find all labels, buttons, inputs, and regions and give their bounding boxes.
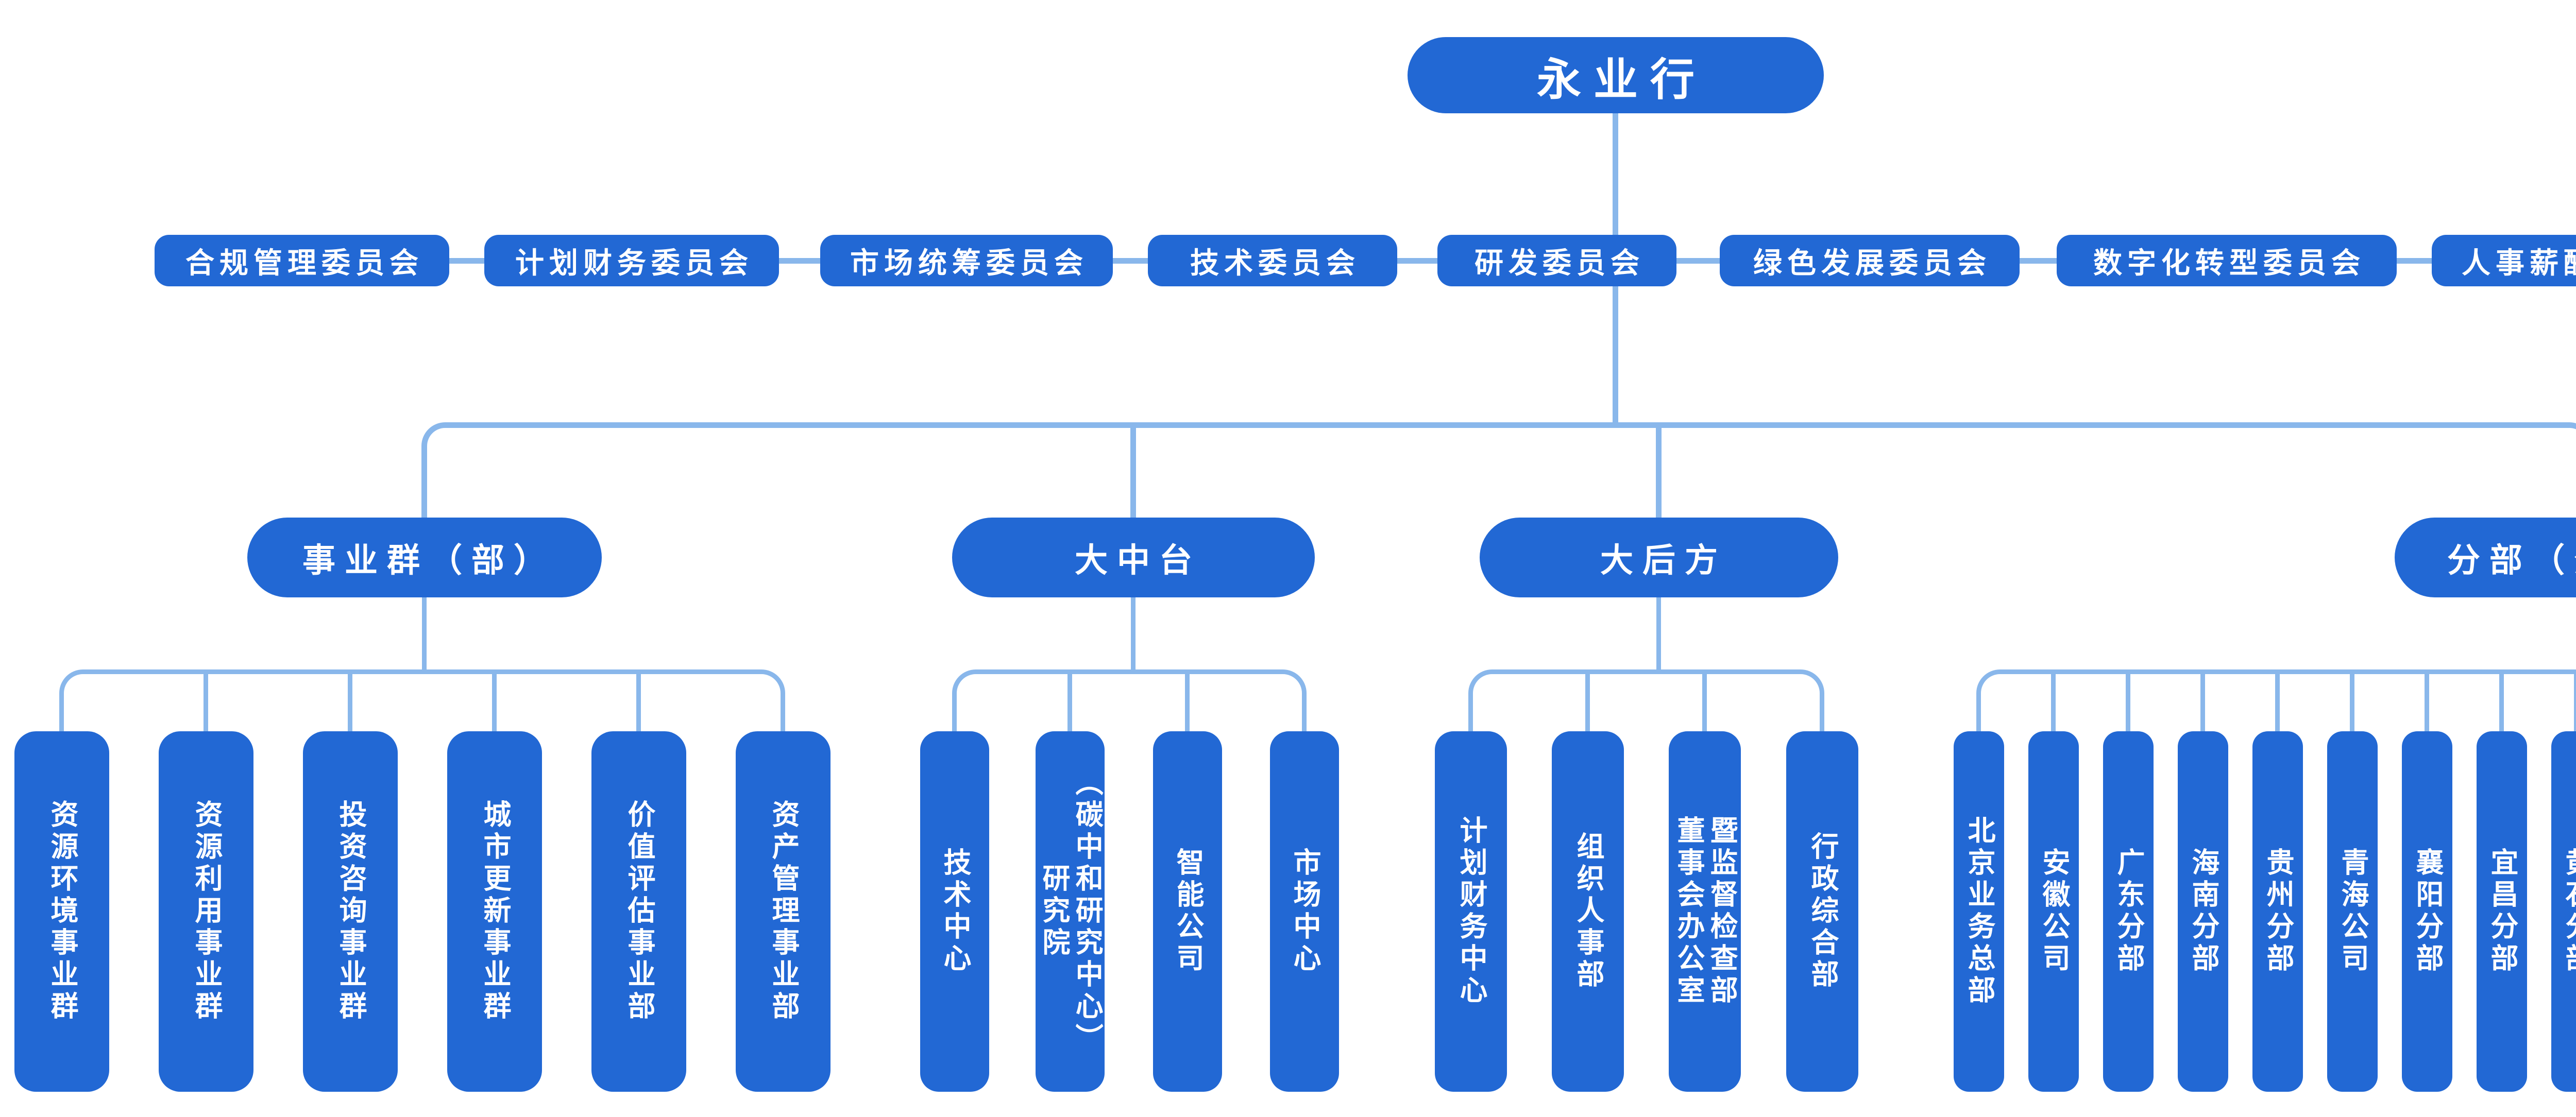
dept-node[interactable]: 襄阳分部: [2402, 731, 2452, 1092]
connector-group1-stem: [422, 596, 427, 672]
dept-label: 安徽公司: [2038, 848, 2070, 975]
dept-label: 城市更新事业群: [479, 800, 511, 1023]
dept-node[interactable]: 贵州分部: [2252, 731, 2303, 1092]
dept-node[interactable]: 智能公司: [1153, 731, 1222, 1092]
dept-label: 组织人事部: [1572, 832, 1604, 991]
dept-node[interactable]: 海南分部: [2178, 731, 2228, 1092]
dept-node[interactable]: 技术中心: [920, 731, 989, 1092]
connector-g4-c6: [2350, 671, 2354, 731]
root-label: 永业行: [1537, 55, 1707, 105]
dept-node[interactable]: 董事会办公室 暨监督检查部: [1669, 731, 1741, 1092]
dept-label: 智能公司: [1172, 848, 1204, 975]
connector-g2-c2: [1067, 671, 1072, 731]
connector-main-bus: [421, 422, 2576, 521]
committee-label: 研发委员会: [1475, 246, 1645, 279]
committee-node-market[interactable]: 市场统筹委员会: [820, 235, 1113, 286]
dept-node[interactable]: 资源利用事业群: [159, 731, 253, 1092]
dept-label: 广东分部: [2113, 848, 2144, 975]
committee-node-rnd[interactable]: 研发委员会: [1437, 235, 1676, 286]
connector-g4-c8: [2499, 671, 2504, 731]
dept-node[interactable]: 广东分部: [2103, 731, 2154, 1092]
dept-node[interactable]: 投资咨询事业群: [303, 731, 398, 1092]
connector-group2-stem: [1131, 596, 1136, 672]
dept-label: 襄阳分部: [2412, 848, 2443, 975]
committee-label: 人事薪酬委员会: [2462, 246, 2576, 279]
committee-node-green[interactable]: 绿色发展委员会: [1720, 235, 2020, 286]
connector-drop-group-3: [1656, 426, 1662, 520]
dept-label: 投资咨询事业群: [335, 800, 366, 1023]
committee-label: 合规管理委员会: [185, 246, 423, 279]
dept-label: 海南分部: [2188, 848, 2219, 975]
committee-node-technology[interactable]: 技术委员会: [1148, 235, 1397, 286]
dept-label: 技术中心: [939, 848, 971, 975]
dept-node[interactable]: 组织人事部: [1552, 731, 1624, 1092]
dept-node[interactable]: 黄石分部: [2551, 731, 2576, 1092]
dept-label: 资源环境事业群: [46, 800, 78, 1023]
connector-g4-c2: [2051, 671, 2056, 731]
dept-label: 董事会办公室: [1673, 816, 1704, 1007]
connector-g4-c3: [2126, 671, 2130, 731]
dept-node[interactable]: 青海公司: [2327, 731, 2378, 1092]
dept-label: 贵州分部: [2262, 848, 2294, 975]
connector-g4-c4: [2200, 671, 2205, 731]
dept-label: 市场中心: [1289, 848, 1320, 975]
connector-g1-c2: [204, 671, 208, 731]
connector-drop-group-2: [1130, 426, 1136, 520]
dept-label: 价值评估事业部: [623, 800, 655, 1023]
dept-label: （碳中和研究中心）: [1071, 768, 1103, 1055]
dept-node[interactable]: 安徽公司: [2028, 731, 2079, 1092]
connector-group2-childbus: [952, 669, 1307, 731]
connector-group1-childbus: [59, 669, 785, 731]
committee-node-digital[interactable]: 数字化转型委员会: [2057, 235, 2397, 286]
group-label: 事业群（部）: [302, 541, 556, 579]
dept-label: 暨监督检查部: [1706, 816, 1737, 1007]
group-label: 大后方: [1600, 541, 1727, 579]
committee-label: 数字化转型委员会: [2093, 246, 2365, 279]
dept-node[interactable]: 市场中心: [1270, 731, 1339, 1092]
dept-node[interactable]: 行政综合部: [1786, 731, 1858, 1092]
connector-g3-c2: [1585, 671, 1590, 731]
connector-group3-childbus: [1468, 669, 1824, 731]
dept-node[interactable]: 价值评估事业部: [591, 731, 686, 1092]
group-node-back-office[interactable]: 大后方: [1480, 518, 1838, 597]
dept-label: 资产管理事业部: [768, 800, 799, 1023]
dept-node[interactable]: 宜昌分部: [2477, 731, 2527, 1092]
group-node-business-groups[interactable]: 事业群（部）: [247, 518, 602, 597]
group-node-branches[interactable]: 分部（分公司）: [2395, 518, 2576, 597]
connector-g1-c5: [636, 671, 641, 731]
committee-label: 绿色发展委员会: [1753, 246, 1991, 279]
connector-g4-c9: [2574, 671, 2576, 731]
dept-label: 北京业务总部: [1963, 816, 1995, 1007]
root-node[interactable]: 永业行: [1408, 37, 1824, 113]
connector-g3-c3: [1702, 671, 1707, 731]
group-label: 大中台: [1075, 541, 1201, 579]
dept-label: 黄石分部: [2561, 848, 2576, 975]
dept-label: 资源利用事业群: [191, 800, 222, 1023]
committee-node-finance[interactable]: 计划财务委员会: [484, 235, 779, 286]
dept-node[interactable]: 计划财务中心: [1435, 731, 1507, 1092]
group-node-middle-platform[interactable]: 大中台: [952, 518, 1315, 597]
dept-node[interactable]: 研究院 （碳中和研究中心）: [1036, 731, 1105, 1092]
dept-label: 行政综合部: [1807, 832, 1838, 991]
dept-label: 研究院: [1038, 864, 1069, 959]
connector-g4-c7: [2425, 671, 2429, 731]
dept-node[interactable]: 城市更新事业群: [447, 731, 542, 1092]
connector-g1-c3: [348, 671, 352, 731]
connector-group3-stem: [1656, 596, 1661, 672]
connector-g4-c5: [2275, 671, 2280, 731]
committee-node-compliance[interactable]: 合规管理委员会: [155, 235, 449, 286]
dept-label: 计划财务中心: [1455, 816, 1487, 1007]
committee-label: 计划财务委员会: [515, 246, 753, 279]
committee-node-hr[interactable]: 人事薪酬委员会: [2432, 235, 2576, 286]
dept-node[interactable]: 资产管理事业部: [736, 731, 831, 1092]
dept-label: 青海公司: [2337, 848, 2368, 975]
connector-g1-c4: [492, 671, 497, 731]
connector-g2-c3: [1185, 671, 1190, 731]
dept-node[interactable]: 资源环境事业群: [14, 731, 109, 1092]
dept-label: 宜昌分部: [2486, 848, 2518, 975]
dept-node[interactable]: 北京业务总部: [1954, 731, 2004, 1092]
group-label: 分部（分公司）: [2447, 541, 2576, 579]
committee-label: 技术委员会: [1190, 246, 1360, 279]
committee-label: 市场统筹委员会: [850, 246, 1088, 279]
